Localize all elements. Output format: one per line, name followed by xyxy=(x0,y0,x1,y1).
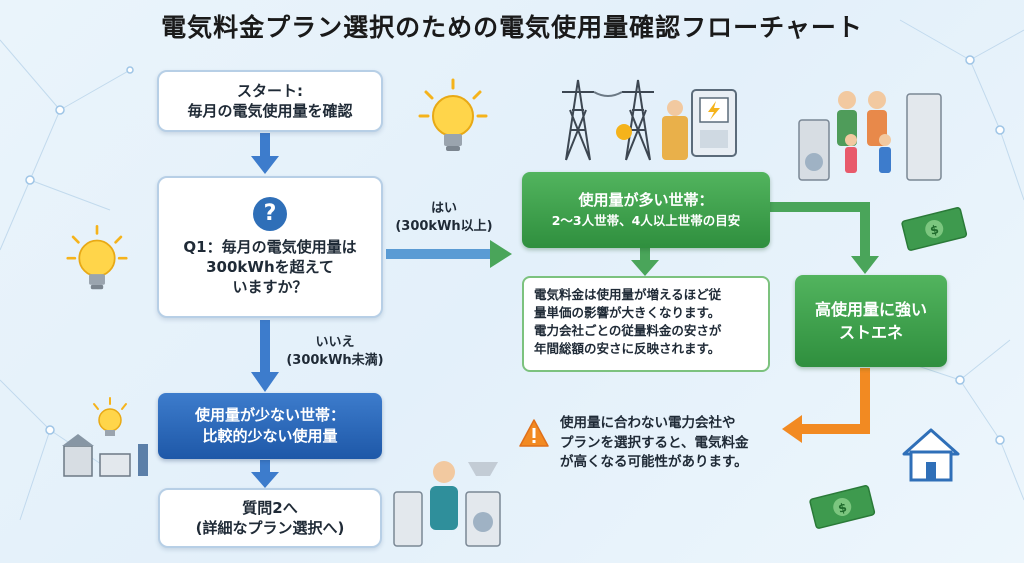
person-kitchen-icon xyxy=(393,461,501,547)
house-icon xyxy=(902,428,960,482)
small-home-icon xyxy=(62,397,148,477)
start-box: スタート: 毎月の電気使用量を確認 xyxy=(157,70,383,132)
no-label: いいえ (300kWh未満) xyxy=(283,334,387,369)
power-tower-icon xyxy=(562,79,688,161)
next-line1: 質問2へ xyxy=(242,498,298,517)
arrow-low-to-next xyxy=(251,460,279,488)
note-line4: 年間総額の安さに反映されます。 xyxy=(534,341,721,357)
arrow-start-to-q1 xyxy=(251,133,279,174)
warning-line3: が高くなる可能性があります。 xyxy=(560,454,748,471)
high-usage-note: 電気料金は使用量が増えるほど従 量単価の影響が大きくなります。 電力会社ごとの従… xyxy=(522,276,770,372)
arrow-recommend-to-warning xyxy=(782,368,870,443)
meter-icon xyxy=(691,89,737,157)
next-line2: (詳細なプラン選択へ) xyxy=(195,519,345,537)
low-usage-box: 使用量が少ない世帯： 比較的少ない使用量 xyxy=(158,393,382,459)
money-icon: $ xyxy=(901,207,968,251)
svg-text:$: $ xyxy=(837,500,848,516)
next-box: 質問2へ (詳細なプラン選択へ) xyxy=(158,488,382,548)
question-mark-icon: ? xyxy=(253,196,287,231)
lightbulb-icon-left xyxy=(66,225,128,290)
yes-condition: (300kWh以上) xyxy=(395,218,493,234)
note-line1: 電気料金は使用量が増えるほど従 xyxy=(534,287,722,302)
start-line2: 毎月の電気使用量を確認 xyxy=(187,102,353,120)
warning-text: 使用量に合わない電力会社や プランを選択すると、電気料金 が高くなる可能性があり… xyxy=(560,414,790,473)
recommend-line1: 高使用量に強い xyxy=(814,299,927,319)
svg-text:$: $ xyxy=(929,222,940,238)
recommend-box: 高使用量に強い ストエネ xyxy=(795,275,947,367)
note-line2: 量単価の影響が大きくなります。 xyxy=(534,305,721,321)
yes-text: はい xyxy=(430,201,457,216)
lightbulb-icon xyxy=(418,78,488,151)
arrow-high-to-recommend xyxy=(770,202,879,274)
warning-line1: 使用量に合わない電力会社や xyxy=(560,415,736,431)
page-title: 電気料金プラン選択のための電気使用量確認フローチャート xyxy=(161,13,863,42)
arrow-yes xyxy=(386,240,512,268)
money-icon-bottom: $ xyxy=(809,485,876,529)
high-line1: 使用量が多い世帯： xyxy=(578,191,714,210)
warning-line2: プランを選択すると、電気料金 xyxy=(560,434,749,451)
no-condition: (300kWh未満) xyxy=(286,352,384,368)
high-line2: 2〜3人世帯、4人以上世帯の目安 xyxy=(551,212,741,228)
recommend-line2: ストエネ xyxy=(838,323,903,342)
note-line3: 電力会社ごとの従量料金の安さが xyxy=(534,323,722,339)
arrow-high-to-note xyxy=(631,248,659,276)
question-line1: Q1：毎月の電気使用量は xyxy=(183,237,357,256)
question-box: ? Q1：毎月の電気使用量は 300kWhを超えて いますか？ xyxy=(157,176,383,318)
low-line2: 比較的少ない使用量 xyxy=(202,427,338,445)
arrow-q1-to-low xyxy=(251,320,279,392)
low-line1: 使用量が少ない世帯： xyxy=(194,406,345,424)
no-text: いいえ xyxy=(315,335,355,350)
question-line3: いますか？ xyxy=(232,278,308,297)
question-line2: 300kWhを超えて xyxy=(206,257,334,276)
yes-label: はい (300kWh以上) xyxy=(392,200,496,235)
start-line1: スタート: xyxy=(237,81,303,100)
warning-icon xyxy=(519,419,549,447)
high-usage-box: 使用量が多い世帯： 2〜3人世帯、4人以上世帯の目安 xyxy=(522,172,770,248)
family-icon xyxy=(798,91,942,181)
